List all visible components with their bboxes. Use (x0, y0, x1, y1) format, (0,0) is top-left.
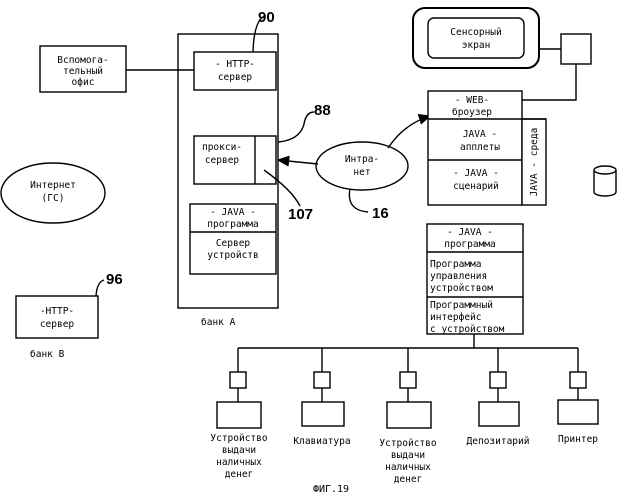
bank-b-http-line-2: сервер (40, 319, 75, 330)
device-java-line-2: программа (444, 239, 495, 250)
device-server-line-2: устройств (207, 250, 258, 261)
device-3-line-2: выдачи (391, 450, 425, 461)
intranet-cloud: Интра- нет (316, 142, 408, 190)
device-4-depository: Депозитарий (467, 348, 530, 447)
bank-b-http-server: -HTTP- сервер (16, 296, 98, 338)
device-mgmt-line-3: устройством (430, 283, 493, 294)
device-stack: - JAVA - программа Программа управления … (427, 224, 523, 335)
figure-caption: ФИГ.19 (313, 484, 349, 495)
device-api-line-1: Программный (430, 300, 493, 311)
touchscreen-line-1: Сенсорный (450, 27, 501, 38)
device-mgmt-line-2: управления (430, 271, 487, 282)
java-script-line-2: сценарий (453, 181, 499, 192)
device-1-line-3: наличных (216, 457, 262, 468)
terminal-to-browser-link (522, 64, 576, 100)
device-1-line-2: выдачи (222, 445, 256, 456)
aux-office-line-1: Вспомога- (57, 55, 108, 66)
proxy-server: прокси- сервер (194, 136, 276, 184)
device-5-printer: Принтер (558, 348, 598, 445)
device-2-keyboard: Клавиатура (293, 348, 350, 447)
database-icon (594, 166, 616, 196)
proxy-line-2: сервер (205, 155, 240, 166)
internet-cloud: Интернет (ГС) (1, 163, 105, 223)
bank-a-label: банк А (201, 317, 236, 328)
ref-96-leader (96, 280, 104, 296)
browser-stack: - WEB- броузер JAVA - апплеты - JAVA - с… (428, 91, 546, 205)
bank-a-http-server: - HTTP- сервер (194, 52, 276, 90)
ref-90: 90 (258, 9, 275, 26)
device-3-line-1: Устройство (379, 438, 436, 449)
ref-16: 16 (372, 205, 389, 222)
bank-a-java-line-1: - JAVA - (210, 207, 256, 218)
device-1-cash-dispenser: Устройство выдачи наличных денег (210, 348, 267, 480)
device-2-line-1: Клавиатура (293, 436, 350, 447)
device-api-line-2: интерфейс (430, 312, 481, 323)
device-5-line-1: Принтер (558, 434, 598, 445)
ref-16-leader (349, 189, 368, 212)
device-api-line-3: с устройством (430, 324, 505, 335)
bank-a-http-line-2: сервер (218, 72, 253, 83)
touchscreen-line-2: экран (462, 40, 491, 51)
java-env-label: JAVA - среда (529, 128, 540, 197)
intranet-line-1: Интра- (345, 154, 379, 165)
internet-line-2: (ГС) (42, 193, 65, 204)
bank-a-http-line-1: - HTTP- (215, 59, 255, 70)
bank-b-label: банк В (30, 349, 65, 360)
web-browser-line-2: броузер (452, 107, 492, 118)
terminal-unit-box (561, 34, 591, 64)
java-applets-line-1: JAVA - (463, 129, 497, 140)
device-3-line-3: наличных (385, 462, 431, 473)
java-applets-line-2: апплеты (460, 142, 500, 153)
ref-96: 96 (106, 271, 123, 288)
device-mgmt-line-1: Программа (430, 259, 481, 270)
web-browser-line-1: - WEB- (455, 95, 489, 106)
bank-a-java-line-2: программа (207, 219, 258, 230)
bank-b-http-line-1: -HTTP- (40, 306, 74, 317)
ref-88: 88 (314, 102, 331, 119)
bank-a-java-stack: - JAVA - программа Сервер устройств (190, 204, 276, 274)
touchscreen-monitor: Сенсорный экран (413, 8, 539, 68)
intranet-line-2: нет (353, 167, 370, 178)
intranet-to-browser-arrow (388, 116, 430, 148)
internet-line-1: Интернет (30, 180, 76, 191)
aux-office-box: Вспомога- тельный офис (40, 46, 126, 92)
java-script-line-1: - JAVA - (453, 168, 499, 179)
device-server-line-1: Сервер (216, 238, 251, 249)
intranet-to-proxy-arrow (278, 160, 318, 164)
device-1-line-1: Устройство (210, 433, 267, 444)
ref-88-leader (278, 112, 314, 142)
ref-107: 107 (288, 206, 313, 223)
device-1-line-4: денег (225, 469, 254, 480)
device-3-cash-dispenser: Устройство выдачи наличных денег (379, 348, 436, 485)
proxy-line-1: прокси- (202, 142, 242, 153)
aux-office-line-2: тельный (63, 66, 103, 77)
device-4-line-1: Депозитарий (467, 436, 530, 447)
device-3-line-4: денег (394, 474, 423, 485)
device-java-line-1: - JAVA - (447, 227, 493, 238)
aux-office-line-3: офис (72, 77, 95, 88)
